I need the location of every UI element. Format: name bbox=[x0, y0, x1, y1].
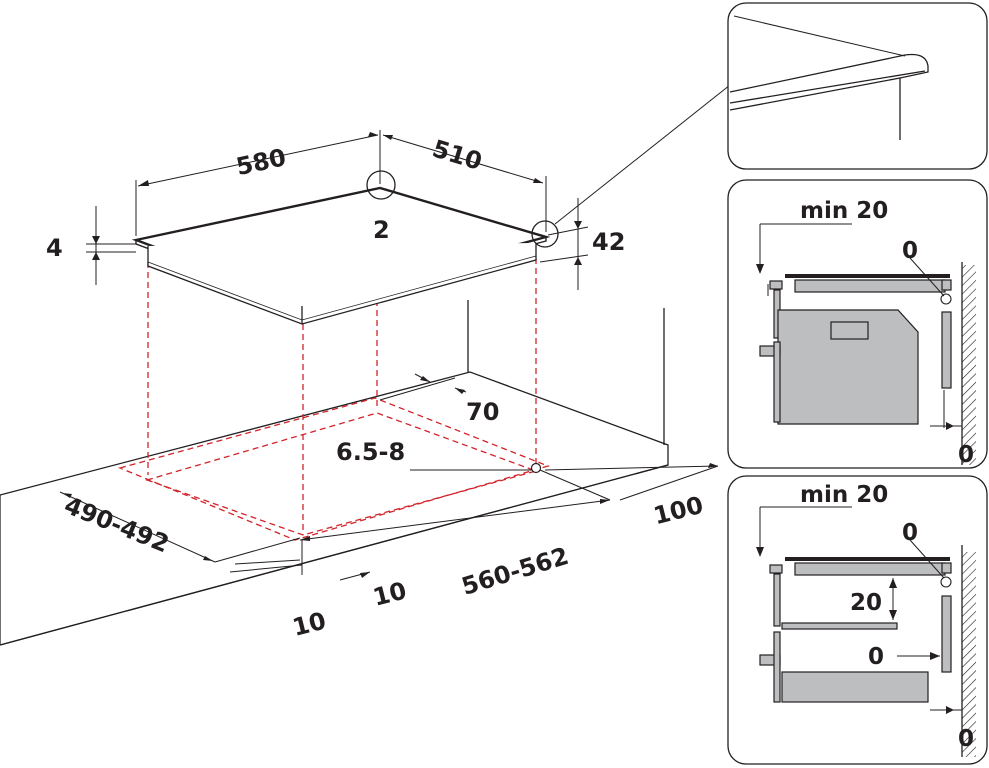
dim-side-distance: 10 bbox=[290, 607, 329, 642]
section-detail-bottom: min 20 0 20 0 0 bbox=[727, 475, 988, 765]
cutout-dimensions bbox=[59, 373, 719, 581]
zero-gap-label-top: 0 bbox=[902, 238, 918, 264]
dim-580: 580 bbox=[234, 143, 289, 181]
zero-wall-label-bottom: 0 bbox=[958, 726, 974, 752]
dim-corner-radius: 6.5-8 bbox=[336, 438, 405, 466]
corner-detail-circle bbox=[366, 170, 396, 200]
dim-back-distance: 100 bbox=[651, 491, 706, 530]
shelf-gap-label: 20 bbox=[850, 590, 882, 616]
min-clearance-label-bottom: min 20 bbox=[800, 482, 888, 508]
dim-hob-height: 42 bbox=[592, 228, 625, 256]
dim-glass-thickness: 4 bbox=[46, 234, 63, 262]
worktop bbox=[0, 300, 669, 646]
dim-front-distance: 10 bbox=[370, 576, 409, 611]
hob bbox=[131, 84, 731, 325]
section-detail-top: min 20 0 0 bbox=[727, 179, 988, 469]
dim-cutout-depth: 490-492 bbox=[60, 491, 173, 558]
dim-cutout-width: 560-562 bbox=[458, 542, 572, 601]
hob-dimensions bbox=[86, 130, 589, 290]
zero-gap-label-bottom: 0 bbox=[902, 520, 918, 546]
edge-detail-circle bbox=[531, 220, 559, 248]
shelf-zero-label: 0 bbox=[868, 644, 884, 670]
dim-510: 510 bbox=[429, 134, 485, 175]
detail-leader-line bbox=[554, 84, 731, 225]
cutout-outline bbox=[117, 258, 551, 541]
dim-corner: 2 bbox=[373, 216, 390, 244]
edge-zoom-panel bbox=[727, 2, 988, 170]
dim-rear-clearance: 70 bbox=[466, 398, 499, 426]
zero-wall-label-top: 0 bbox=[958, 442, 974, 468]
min-clearance-label-top: min 20 bbox=[800, 198, 888, 224]
